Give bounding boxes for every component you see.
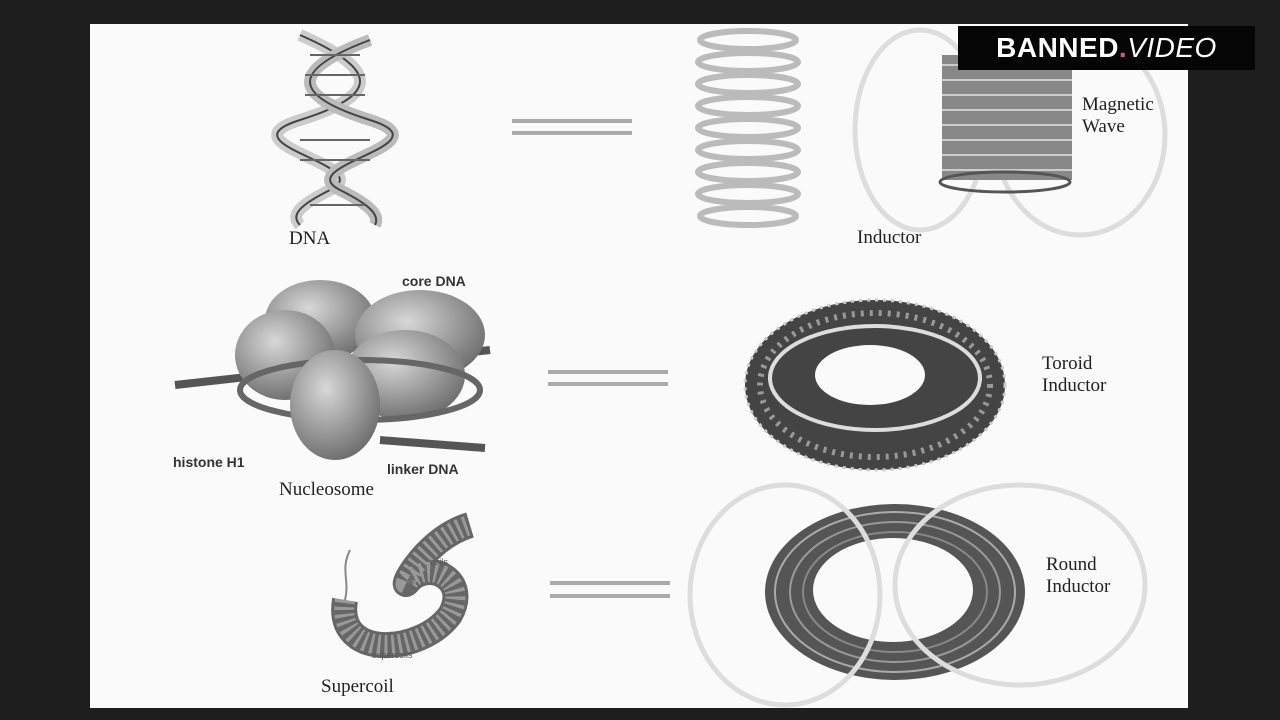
watermark-brand: BANNED <box>996 32 1119 63</box>
banned-video-watermark: BANNED.VIDEO <box>958 26 1255 70</box>
spring-image <box>695 28 801 228</box>
inductor-text: Inductor <box>1042 374 1107 396</box>
supercoil-label: Supercoil <box>321 676 394 697</box>
supercoils-label: supercoils <box>372 650 413 660</box>
inductor-coil-image <box>852 27 1168 238</box>
linker-dna-label: linker DNA <box>387 461 459 477</box>
watermark-dot: . <box>1118 32 1128 63</box>
round-inductor-image <box>687 482 1148 708</box>
dna-label: DNA <box>289 228 331 249</box>
watermark-suffix: VIDEO <box>1127 32 1217 63</box>
histone-h1-label: histone H1 <box>173 454 245 470</box>
supercoil-image <box>331 512 475 658</box>
toroid-text: Toroid <box>1042 353 1093 374</box>
nucleosome-label: Nucleosome <box>279 479 374 500</box>
round-text: Round <box>1046 554 1097 575</box>
inductor-text: Inductor <box>1046 575 1111 597</box>
nucleosome-image <box>174 280 491 460</box>
core-dna-label: core DNA <box>402 273 466 289</box>
equals-sign <box>512 119 670 598</box>
magnetic-text: Magnetic <box>1082 94 1154 115</box>
coils-label: coils <box>430 557 449 567</box>
dna-helix-image <box>271 29 399 230</box>
wave-text: Wave <box>1082 115 1125 137</box>
toroid-inductor-image <box>743 298 1007 472</box>
inductor-label: Inductor <box>857 227 922 248</box>
